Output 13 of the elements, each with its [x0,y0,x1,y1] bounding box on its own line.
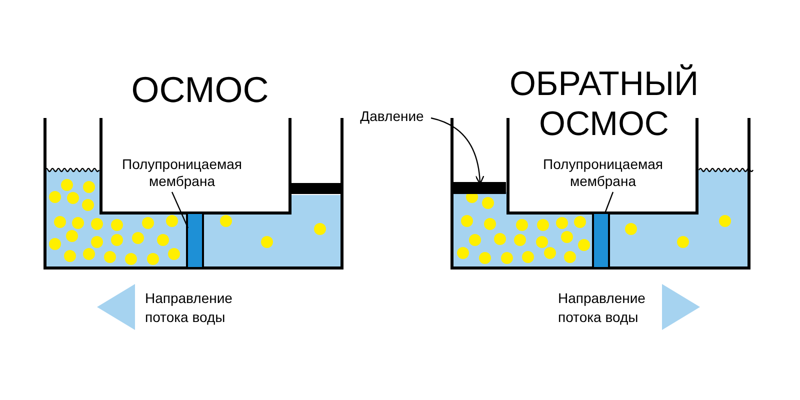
leader-line [171,192,189,228]
callout-text: Полупроницаемая мембрана [112,156,252,190]
title: ОСМОС [130,70,270,110]
leader-line [430,117,484,185]
membrane [186,212,204,269]
leader-line [604,192,614,214]
flow-direction-label: Направление потока воды [145,289,234,327]
piston [451,182,506,194]
callout-text: Полупроницаемая мембрана [533,156,673,190]
title: ОБРАТНЫЙ ОСМОС [508,64,700,144]
callout-text: Давление [352,108,432,125]
membrane [592,212,610,269]
flow-direction-label: Направление потока воды [558,289,646,327]
